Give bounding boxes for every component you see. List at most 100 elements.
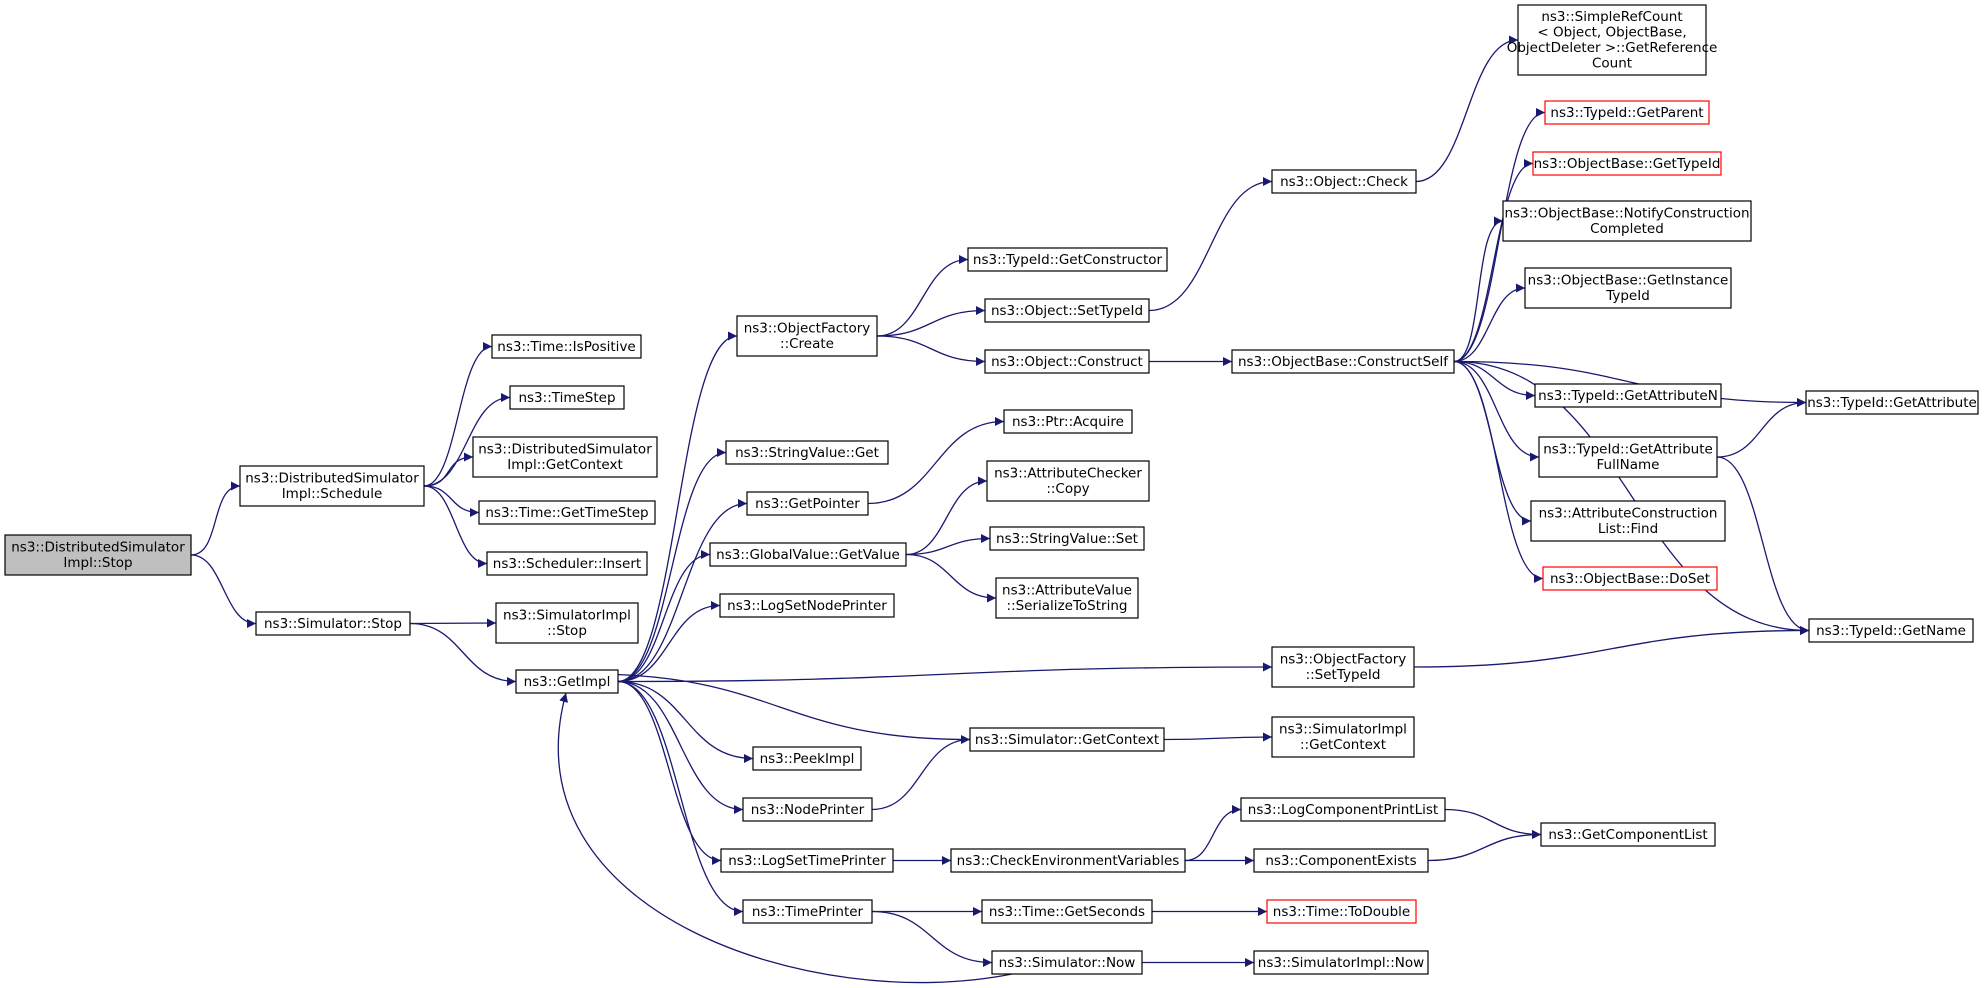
node-getimpl[interactable]: ns3::GetImpl bbox=[515, 669, 619, 694]
node-objcheck[interactable]: ns3::Object::Check bbox=[1271, 169, 1417, 194]
node-getparent[interactable]: ns3::TypeId::GetParent bbox=[1544, 100, 1710, 125]
node-box[interactable] bbox=[719, 593, 895, 618]
node-box[interactable] bbox=[986, 460, 1150, 502]
node-box[interactable] bbox=[515, 669, 619, 694]
node-box[interactable] bbox=[1538, 436, 1718, 478]
node-box[interactable] bbox=[709, 542, 907, 567]
node-box[interactable] bbox=[752, 746, 862, 771]
node-box[interactable] bbox=[1530, 500, 1726, 542]
node-box[interactable] bbox=[1805, 390, 1979, 415]
node-compexists[interactable]: ns3::ComponentExists bbox=[1253, 848, 1429, 873]
node-box[interactable] bbox=[1271, 716, 1415, 758]
node-obgettypeid[interactable]: ns3::ObjectBase::GetTypeId bbox=[1532, 151, 1722, 176]
node-strget[interactable]: ns3::StringValue::Get bbox=[725, 440, 889, 465]
node-box[interactable] bbox=[495, 602, 639, 644]
node-box[interactable] bbox=[725, 440, 889, 465]
node-box[interactable] bbox=[1532, 151, 1722, 176]
node-settypeid[interactable]: ns3::Object::SetTypeId bbox=[984, 298, 1150, 323]
node-todouble[interactable]: ns3::Time::ToDouble bbox=[1266, 899, 1417, 924]
node-box[interactable] bbox=[1231, 349, 1455, 374]
node-box[interactable] bbox=[1524, 267, 1732, 309]
node-simimplgetctx[interactable]: ns3::SimulatorImpl::GetContext bbox=[1271, 716, 1415, 758]
node-box[interactable] bbox=[255, 611, 411, 636]
node-box[interactable] bbox=[995, 577, 1139, 619]
node-box[interactable] bbox=[1271, 169, 1417, 194]
node-box[interactable] bbox=[989, 526, 1145, 551]
node-simnow[interactable]: ns3::Simulator::Now bbox=[991, 950, 1143, 975]
node-notifyconstr[interactable]: ns3::ObjectBase::NotifyConstructionCompl… bbox=[1502, 200, 1752, 242]
node-timeprinter[interactable]: ns3::TimePrinter bbox=[742, 899, 873, 924]
node-box[interactable] bbox=[472, 436, 658, 478]
node-getattrn[interactable]: ns3::TypeId::GetAttributeN bbox=[1534, 383, 1722, 408]
node-box[interactable] bbox=[736, 315, 878, 357]
node-getconstructor[interactable]: ns3::TypeId::GetConstructor bbox=[967, 247, 1168, 272]
node-box[interactable] bbox=[478, 500, 656, 525]
node-timestep[interactable]: ns3::TimeStep bbox=[509, 385, 625, 410]
node-box[interactable] bbox=[1253, 950, 1429, 975]
node-doset[interactable]: ns3::ObjectBase::DoSet bbox=[1542, 566, 1718, 591]
node-box[interactable] bbox=[1003, 409, 1133, 434]
node-dsgetctx[interactable]: ns3::DistributedSimulatorImpl::GetContex… bbox=[472, 436, 658, 478]
node-objconstruct[interactable]: ns3::Object::Construct bbox=[984, 349, 1150, 374]
node-getname[interactable]: ns3::TypeId::GetName bbox=[1808, 618, 1974, 643]
node-box[interactable] bbox=[1534, 383, 1722, 408]
node-box[interactable] bbox=[991, 950, 1143, 975]
node-box[interactable] bbox=[1271, 646, 1415, 688]
node-box[interactable] bbox=[1240, 797, 1446, 822]
node-box[interactable] bbox=[981, 899, 1153, 924]
node-ofsettypeid[interactable]: ns3::ObjectFactory::SetTypeId bbox=[1271, 646, 1415, 688]
node-logsetnode[interactable]: ns3::LogSetNodePrinter bbox=[719, 593, 895, 618]
node-nodeprinter[interactable]: ns3::NodePrinter bbox=[742, 797, 873, 822]
node-ptracquire[interactable]: ns3::Ptr::Acquire bbox=[1003, 409, 1133, 434]
node-box[interactable] bbox=[4, 534, 192, 576]
node-box[interactable] bbox=[950, 848, 1186, 873]
node-box[interactable] bbox=[1502, 200, 1752, 242]
node-strset[interactable]: ns3::StringValue::Set bbox=[989, 526, 1145, 551]
node-ispositive[interactable]: ns3::Time::IsPositive bbox=[491, 334, 642, 359]
node-box[interactable] bbox=[1540, 822, 1716, 847]
node-box[interactable] bbox=[742, 899, 873, 924]
node-logsettime[interactable]: ns3::LogSetTimePrinter bbox=[720, 848, 894, 873]
node-box[interactable] bbox=[984, 349, 1150, 374]
node-box[interactable] bbox=[1517, 4, 1707, 76]
node-schedinsert[interactable]: ns3::Scheduler::Insert bbox=[486, 551, 648, 576]
node-getseconds[interactable]: ns3::Time::GetSeconds bbox=[981, 899, 1153, 924]
node-simimplnow[interactable]: ns3::SimulatorImpl::Now bbox=[1253, 950, 1429, 975]
node-box[interactable] bbox=[486, 551, 648, 576]
node-getattribute[interactable]: ns3::TypeId::GetAttribute bbox=[1805, 390, 1979, 415]
node-box[interactable] bbox=[1544, 100, 1710, 125]
node-gvgetvalue[interactable]: ns3::GlobalValue::GetValue bbox=[709, 542, 907, 567]
node-constructself[interactable]: ns3::ObjectBase::ConstructSelf bbox=[1231, 349, 1455, 374]
node-box[interactable] bbox=[1253, 848, 1429, 873]
node-peekimpl[interactable]: ns3::PeekImpl bbox=[752, 746, 862, 771]
node-box[interactable] bbox=[720, 848, 894, 873]
node-box[interactable] bbox=[509, 385, 625, 410]
node-box[interactable] bbox=[984, 298, 1150, 323]
node-getpointer[interactable]: ns3::GetPointer bbox=[746, 491, 869, 516]
node-box[interactable] bbox=[967, 247, 1168, 272]
node-simgetctx[interactable]: ns3::Simulator::GetContext bbox=[969, 727, 1165, 752]
node-avserialize[interactable]: ns3::AttributeValue::SerializeToString bbox=[995, 577, 1139, 619]
node-simstop[interactable]: ns3::Simulator::Stop bbox=[255, 611, 411, 636]
node-box[interactable] bbox=[742, 797, 873, 822]
node-box[interactable] bbox=[746, 491, 869, 516]
node-box[interactable] bbox=[1266, 899, 1417, 924]
node-ofcreate[interactable]: ns3::ObjectFactory::Create bbox=[736, 315, 878, 357]
node-simimplstop[interactable]: ns3::SimulatorImpl::Stop bbox=[495, 602, 639, 644]
node-checkenv[interactable]: ns3::CheckEnvironmentVariables bbox=[950, 848, 1186, 873]
node-logcompprint[interactable]: ns3::LogComponentPrintList bbox=[1240, 797, 1446, 822]
node-gettimestep[interactable]: ns3::Time::GetTimeStep bbox=[478, 500, 656, 525]
node-acccopy[interactable]: ns3::AttributeChecker::Copy bbox=[986, 460, 1150, 502]
node-refcount[interactable]: ns3::SimpleRefCount< Object, ObjectBase,… bbox=[1507, 4, 1718, 76]
node-box[interactable] bbox=[239, 465, 425, 507]
node-box[interactable] bbox=[1808, 618, 1974, 643]
node-box[interactable] bbox=[969, 727, 1165, 752]
node-getcomplist[interactable]: ns3::GetComponentList bbox=[1540, 822, 1716, 847]
node-box[interactable] bbox=[491, 334, 642, 359]
node-box[interactable] bbox=[1542, 566, 1718, 591]
